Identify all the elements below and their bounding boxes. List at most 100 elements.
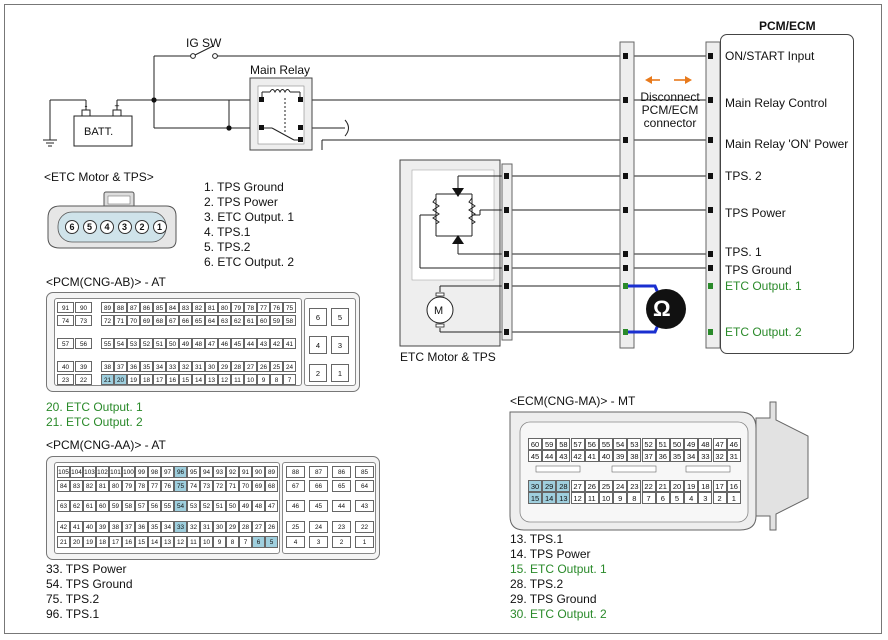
- ab-pin: 67: [166, 315, 179, 326]
- ecm-pin: 1: [726, 492, 741, 504]
- svg-text:-: -: [85, 101, 88, 111]
- ab-pin: 20: [114, 374, 127, 385]
- battery: - +: [73, 101, 133, 147]
- aa-pin: 90: [252, 466, 265, 478]
- ab-pin: 31: [192, 361, 205, 372]
- ab-pin: 42: [270, 338, 283, 349]
- ab-pin: 43: [257, 338, 270, 349]
- aa-pin: 32: [187, 521, 200, 533]
- ecm-pin: 7: [641, 492, 656, 504]
- ab-pin: 79: [231, 302, 244, 313]
- ab-pin: 53: [127, 338, 140, 349]
- ab-pin: 33: [166, 361, 179, 372]
- ecm-pin: 9: [613, 492, 628, 504]
- ab-pin: 52: [140, 338, 153, 349]
- ecm-pin: 58: [556, 438, 571, 450]
- aa-pin: 103: [83, 466, 96, 478]
- ecm-pin: 11: [584, 492, 599, 504]
- aa-pin: 22: [355, 521, 374, 533]
- main-relay: [249, 77, 313, 151]
- ab-pin: 34: [153, 361, 166, 372]
- ecm-pin: 33: [698, 450, 713, 462]
- ab-pin: 49: [179, 338, 192, 349]
- pcm-pin-label: ETC Output. 1: [725, 279, 802, 293]
- ab-pin: 78: [244, 302, 257, 313]
- aa-pin: 17: [109, 536, 122, 548]
- pcm-pin-label: Main Relay Control: [725, 96, 828, 110]
- ecm-pin: 43: [556, 450, 571, 462]
- aa-pin: 84: [57, 480, 70, 492]
- aa-pin: 5: [265, 536, 278, 548]
- ab-pin: 91: [57, 302, 74, 313]
- aa-pin: 63: [57, 500, 70, 512]
- ab-pin: 7: [283, 374, 296, 385]
- aa-pin: 12: [174, 536, 187, 548]
- ab-pin: 28: [231, 361, 244, 372]
- ab-pin: 50: [166, 338, 179, 349]
- ab-pin: 4: [309, 336, 327, 354]
- ab-pin: 11: [231, 374, 244, 385]
- ab-pin: 48: [192, 338, 205, 349]
- ab-pin: 74: [57, 315, 74, 326]
- ecm-pin: 34: [684, 450, 699, 462]
- ab-pin: 19: [127, 374, 140, 385]
- aa-pin: 58: [122, 500, 135, 512]
- aa-pin: 102: [96, 466, 109, 478]
- aa-pin: 76: [161, 480, 174, 492]
- ecm-pin: 45: [528, 450, 542, 462]
- aa-pin: 83: [70, 480, 83, 492]
- etc-connector-pin: 1: [152, 220, 167, 234]
- ab-pin: 14: [192, 374, 205, 385]
- pcm-ecm-box: [720, 34, 854, 354]
- ab-pin: 80: [218, 302, 231, 313]
- ecm-notes: 13. TPS.1 14. TPS Power 15. ETC Output. …: [510, 532, 607, 621]
- ab-pin: 62: [231, 315, 244, 326]
- pcm-connector-strip: [705, 41, 721, 349]
- aa-pin: 51: [213, 500, 226, 512]
- etc-connector-title: <ETC Motor & TPS>: [44, 170, 154, 184]
- pcm-pin-label: ETC Output. 2: [725, 325, 802, 339]
- aa-pin: 31: [200, 521, 213, 533]
- ab-pin: 44: [244, 338, 257, 349]
- ab-pin: 16: [166, 374, 179, 385]
- aa-pin: 105: [57, 466, 70, 478]
- ecm-pin: 6: [655, 492, 670, 504]
- ab-pin: 29: [218, 361, 231, 372]
- ecm-pin: 36: [655, 450, 670, 462]
- aa-pin: 37: [122, 521, 135, 533]
- ab-pin: 1: [331, 364, 349, 382]
- ecm-pin: 25: [599, 480, 613, 492]
- ab-pin: 22: [75, 374, 92, 385]
- aa-pin: 23: [332, 521, 351, 533]
- aa-connector-title: <PCM(CNG-AA)> - AT: [46, 438, 166, 452]
- aa-pin: 72: [213, 480, 226, 492]
- ab-pin: 47: [205, 338, 218, 349]
- aa-pin: 16: [122, 536, 135, 548]
- aa-pin: 49: [239, 500, 252, 512]
- aa-pin: 77: [148, 480, 161, 492]
- ab-pin: 15: [179, 374, 192, 385]
- svg-text:+: +: [114, 101, 119, 111]
- ab-pin: 88: [114, 302, 127, 313]
- aa-pin: 48: [252, 500, 265, 512]
- aa-pin: 79: [122, 480, 135, 492]
- ab-pin: 51: [153, 338, 166, 349]
- aa-pin: 20: [70, 536, 83, 548]
- ecm-pin: 2: [712, 492, 727, 504]
- aa-pin: 52: [200, 500, 213, 512]
- ecm-pin: 39: [613, 450, 628, 462]
- pcm-pin-label: Main Relay 'ON' Power: [725, 137, 849, 151]
- aa-pin: 18: [96, 536, 109, 548]
- aa-pin: 44: [332, 500, 351, 512]
- ecm-pin: 19: [684, 480, 699, 492]
- ab-connector-title: <PCM(CNG-AB)> - AT: [46, 275, 166, 289]
- etc-connector-pin: 6: [65, 220, 79, 234]
- ab-pin: 82: [192, 302, 205, 313]
- aa-pin: 11: [187, 536, 200, 548]
- aa-pin: 55: [161, 500, 174, 512]
- ab-pin: 71: [114, 315, 127, 326]
- aa-pin: 85: [355, 466, 374, 478]
- ab-pin: 9: [257, 374, 270, 385]
- ab-pin: 5: [331, 308, 349, 326]
- ecm-pin: 30: [528, 480, 542, 492]
